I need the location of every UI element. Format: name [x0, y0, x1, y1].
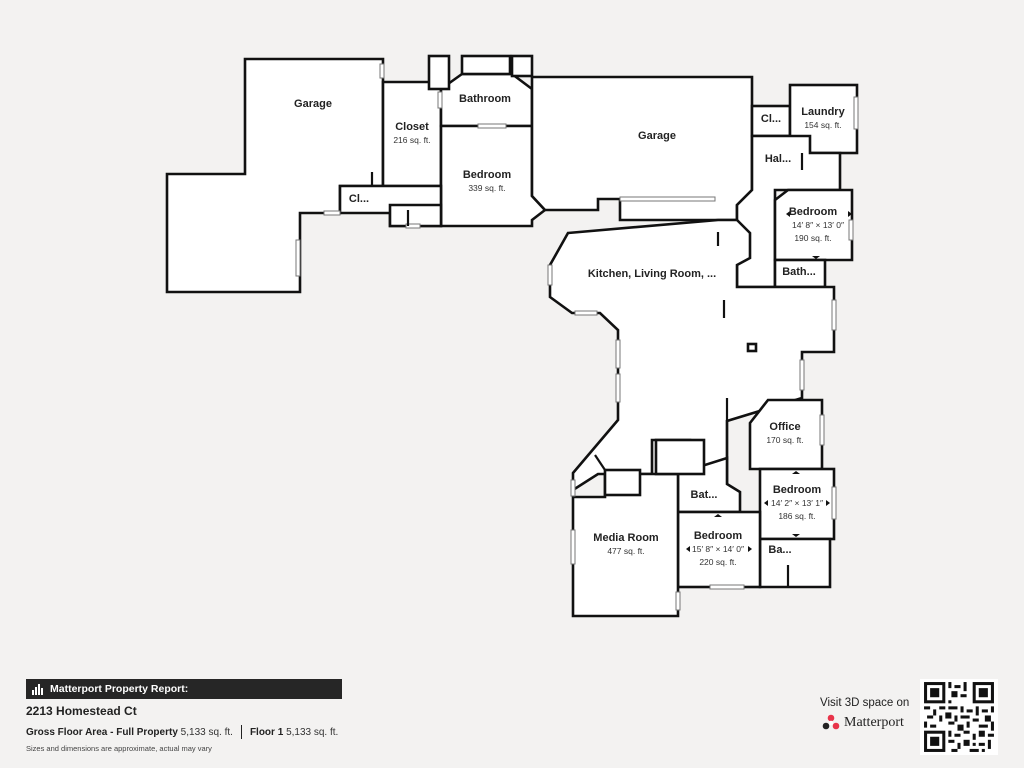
label-office: Office [769, 421, 800, 433]
fixture-box-media [603, 468, 642, 497]
label-garage-left: Garage [294, 98, 332, 110]
matterport-logo-icon [822, 714, 840, 730]
area-bedroom-bottom: 220 sq. ft. [699, 557, 736, 567]
label-closet-right: Cl... [761, 113, 781, 125]
fixture-box-island [746, 342, 758, 353]
gross-area-label: Gross Floor Area - Full Property [26, 726, 178, 738]
label-bath-middle: Bat... [691, 489, 718, 501]
divider [240, 725, 242, 739]
area-bedroom-lower-right: 186 sq. ft. [778, 511, 815, 521]
area-laundry: 154 sq. ft. [804, 120, 841, 130]
area-bedroom-top: 339 sq. ft. [468, 183, 505, 193]
label-bath-lower-right: Ba... [768, 544, 791, 556]
floor-label: Floor 1 [249, 726, 284, 738]
label-bedroom-bottom: Bedroom [694, 530, 743, 542]
dimension-markers [686, 211, 852, 552]
area-office: 170 sq. ft. [766, 435, 803, 445]
partitions [370, 153, 804, 587]
label-bedroom-right: Bedroom [789, 206, 838, 218]
report-banner: Matterport Property Report: [26, 679, 342, 699]
fixture-box-kitchen [654, 438, 706, 476]
disclaimer: Sizes and dimensions are approximate, ac… [26, 744, 212, 753]
room-garage-left[interactable] [165, 57, 385, 294]
label-bathroom-top: Bathroom [459, 93, 511, 105]
brand-name: Matterport [844, 715, 904, 730]
area-summary: Gross Floor Area - Full Property 5,133 s… [26, 725, 338, 739]
label-bath-right: Bath... [782, 266, 816, 278]
matterport-logo[interactable]: Matterport [822, 714, 904, 732]
floor-area-value: 5,133 sq. ft. [286, 726, 339, 738]
dims-bedroom-right: 14′ 8″ × 13′ 0″ [792, 220, 844, 230]
area-media-room: 477 sq. ft. [607, 546, 644, 556]
fixture-box-mid [460, 54, 512, 76]
area-closet: 216 sq. ft. [393, 135, 430, 145]
label-media-room: Media Room [593, 532, 659, 544]
dims-bedroom-bottom: 15′ 8″ × 14′ 0″ [692, 544, 744, 554]
label-closet: Closet [395, 121, 429, 133]
qr-code[interactable] [920, 679, 998, 755]
label-hall: Hal... [765, 153, 791, 165]
area-bedroom-right: 190 sq. ft. [794, 233, 831, 243]
room-bath-right[interactable] [773, 258, 827, 289]
fixture-box-left [427, 54, 451, 91]
report-title: Matterport Property Report: [50, 683, 189, 695]
visit-3d-text[interactable]: Visit 3D space on [820, 697, 910, 709]
fixture-box-right [510, 54, 534, 78]
bar-chart-icon [32, 683, 44, 695]
room-hall[interactable] [735, 134, 842, 289]
label-closet-small: Cl... [349, 193, 369, 205]
property-address: 2213 Homestead Ct [26, 704, 137, 718]
label-bedroom-lower-right: Bedroom [773, 484, 822, 496]
dims-bedroom-lower-right: 14′ 2″ × 13′ 1″ [771, 498, 823, 508]
floor-plan: Garage Closet 216 sq. ft. Bathroom Bedro… [165, 54, 859, 618]
label-garage-right: Garage [638, 130, 676, 142]
corridor-left [388, 203, 443, 228]
room-closet[interactable] [381, 80, 443, 188]
windows [295, 63, 859, 611]
label-bedroom-top: Bedroom [463, 169, 512, 181]
label-kitchen-living: Kitchen, Living Room, ... [588, 268, 716, 280]
gross-area-value: 5,133 sq. ft. [180, 726, 233, 738]
label-laundry: Laundry [801, 106, 845, 118]
